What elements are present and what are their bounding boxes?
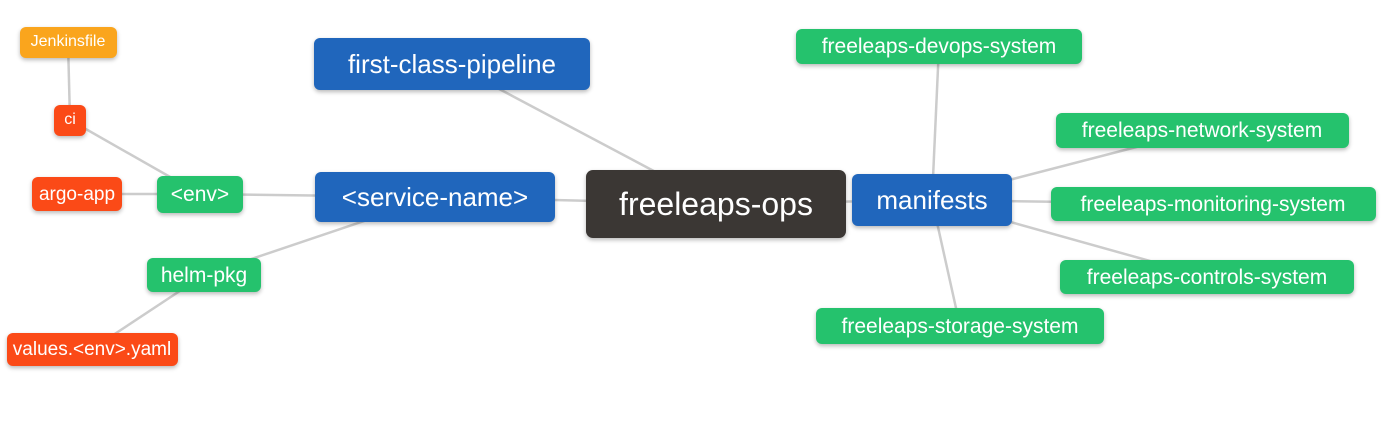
node-ci[interactable]: ci <box>54 104 86 136</box>
node-freeleaps-controls-system[interactable]: freeleaps-controls-system <box>1060 260 1354 294</box>
node-freeleaps-monitoring-system[interactable]: freeleaps-monitoring-system <box>1050 187 1376 221</box>
node-manifests[interactable]: manifests <box>852 174 1012 226</box>
node-freeleaps-devops-system[interactable]: freeleaps-devops-system <box>796 28 1082 64</box>
node-helm-pkg[interactable]: helm-pkg <box>147 258 261 292</box>
node-values-env-yaml[interactable]: values.<env>.yaml <box>6 332 178 366</box>
node-freeleaps-network-system[interactable]: freeleaps-network-system <box>1055 112 1349 148</box>
node-freeleaps-ops[interactable]: freeleaps-ops <box>586 170 846 238</box>
node-freeleaps-storage-system[interactable]: freeleaps-storage-system <box>816 308 1104 344</box>
node-env[interactable]: <env> <box>157 175 243 213</box>
node-service-name[interactable]: <service-name> <box>315 172 555 222</box>
node-argo-app[interactable]: argo-app <box>32 177 122 211</box>
node-first-class-pipeline[interactable]: first-class-pipeline <box>314 38 590 90</box>
node-jenkinsfile[interactable]: Jenkinsfile <box>19 26 117 58</box>
